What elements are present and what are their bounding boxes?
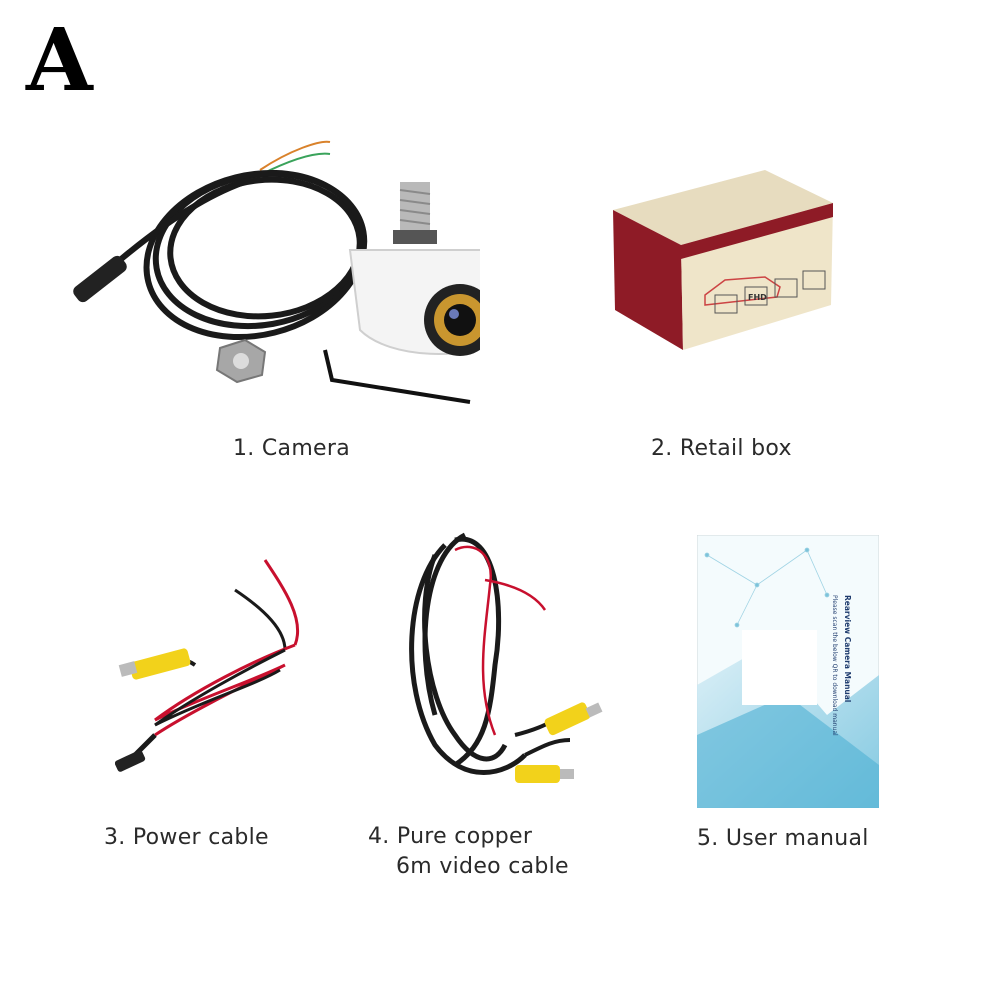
caption-user-manual: 5. User manual: [697, 826, 869, 851]
manual-title: Rearview Camera Manual: [843, 595, 852, 702]
qr-placeholder: [742, 630, 817, 705]
caption-power-cable: 3. Power cable: [104, 825, 269, 850]
caption-video-cable: 4. Pure copper 6m video cable: [368, 822, 569, 882]
camera-kit-image: [60, 130, 480, 410]
video-cable-image: [395, 525, 615, 795]
retail-box-image: FHD: [605, 165, 840, 355]
rca-yellow-connector: [129, 648, 191, 680]
wire-orange: [259, 140, 331, 171]
caption-retail-box: 2. Retail box: [651, 436, 792, 461]
user-manual-image: Rearview Camera Manual Please scan the b…: [697, 535, 879, 808]
manual-subtitle: Please scan the below QR to download man…: [831, 595, 838, 736]
allen-key: [323, 349, 471, 404]
caption-video-cable-line2: 6m video cable: [396, 854, 569, 879]
camera-body: [348, 182, 480, 356]
cable-connector: [73, 255, 127, 303]
camera-cable: [118, 169, 368, 341]
box-fhd-label: FHD: [748, 293, 767, 302]
caption-camera: 1. Camera: [233, 436, 351, 461]
rca-connector-lower: [515, 765, 560, 783]
caption-video-cable-line1: 4. Pure copper: [368, 824, 533, 849]
panel-letter: A: [26, 10, 93, 111]
dc-plug: [115, 750, 146, 772]
rca-connector-upper: [544, 702, 591, 736]
power-cable-image: [115, 550, 315, 780]
